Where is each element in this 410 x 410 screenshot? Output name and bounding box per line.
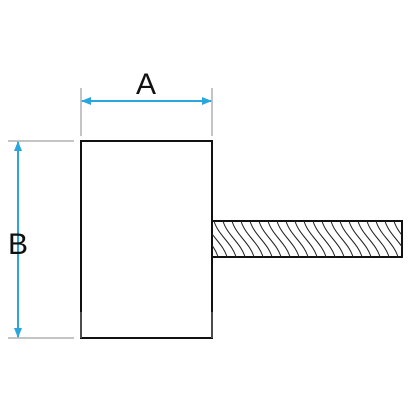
wire-strand [222,221,246,257]
wire-strand [258,221,282,257]
dimension-label-b: B [8,228,28,261]
wire-strand [303,221,327,257]
wire-strand [403,221,410,257]
wire-strand [231,221,255,257]
dimension-label-a: A [136,68,156,101]
wire-strand [212,233,228,257]
wire-strand [213,221,237,257]
body-rectangle [80,140,213,339]
wire-strand [312,221,336,257]
wire-strand [366,221,390,257]
wire-strand [375,221,399,257]
wire-strand [249,221,273,257]
twisted-wire-stem [211,220,410,258]
wire-strand [384,221,402,248]
wire-strand [321,221,345,257]
wire-strand [294,221,318,257]
wire-strand [357,221,381,257]
wire-strand [285,221,309,257]
wire-strand [267,221,291,257]
wire-strand [330,221,354,257]
wire-strand [276,221,300,257]
wire-strand [348,221,372,257]
wire-strand [339,221,363,257]
stem-outline [211,220,403,258]
wire-strand [212,244,219,257]
wire-strand [393,221,402,237]
wire-strand [240,221,264,257]
